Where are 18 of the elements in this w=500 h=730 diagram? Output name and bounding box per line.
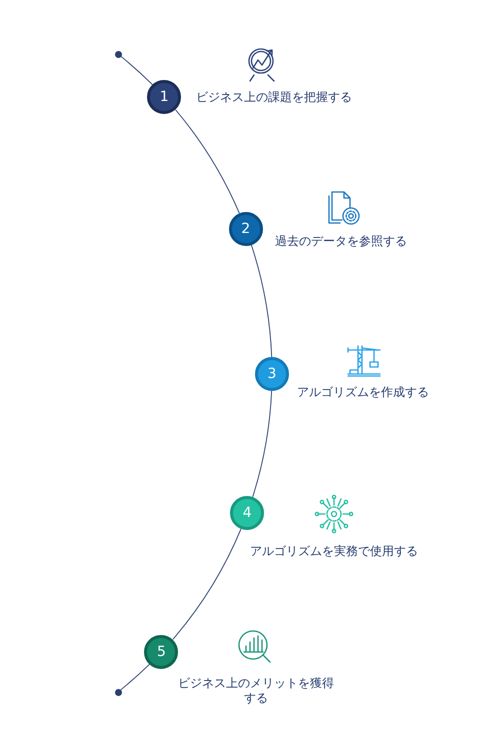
step-caption: アルゴリズムを実務で使用する bbox=[250, 544, 419, 559]
step-circle: 2 bbox=[228, 212, 263, 246]
step-caption: ビジネス上のメリットを獲得する bbox=[177, 676, 335, 706]
step-circle: 1 bbox=[147, 80, 182, 114]
end-dot bbox=[114, 688, 122, 696]
end-dot bbox=[114, 50, 122, 58]
step-caption: 過去のデータを参照する bbox=[275, 234, 408, 249]
step-circle: 3 bbox=[254, 357, 289, 391]
connector-line bbox=[250, 244, 272, 358]
connector-line bbox=[172, 528, 242, 640]
connector-line bbox=[252, 390, 272, 498]
step-caption: ビジネス上の課題を把握する bbox=[196, 90, 353, 105]
step-circle: 4 bbox=[230, 496, 264, 530]
connector-line bbox=[120, 56, 153, 86]
step-circle: 5 bbox=[144, 635, 178, 669]
connector-line bbox=[175, 109, 240, 214]
connector-line bbox=[120, 664, 150, 690]
step-caption: アルゴリズムを作成する bbox=[297, 385, 430, 400]
